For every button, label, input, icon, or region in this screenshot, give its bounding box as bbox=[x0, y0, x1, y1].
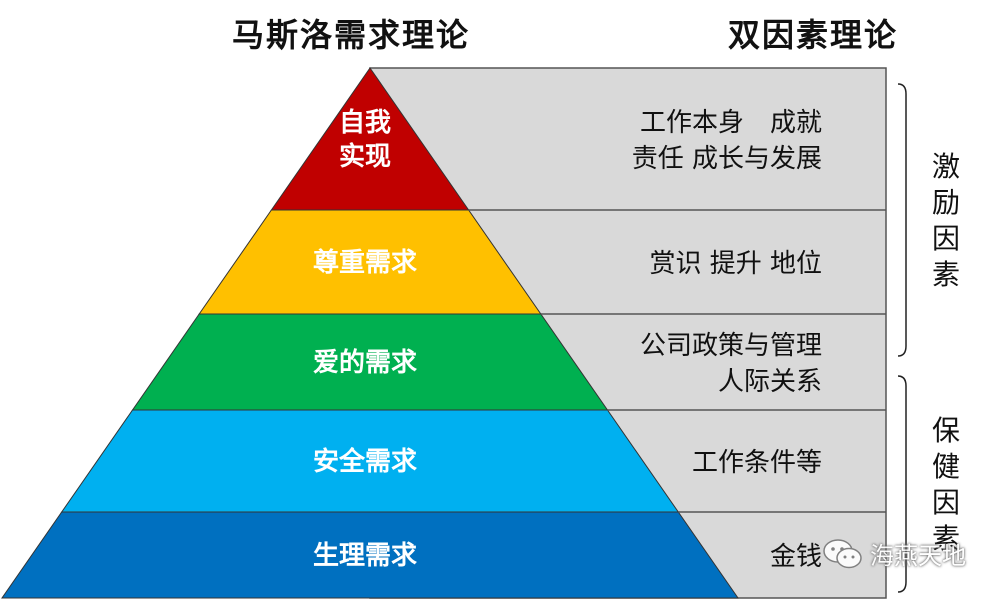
hygiene-factors-label: 素 bbox=[932, 522, 960, 555]
factor-item: 人际关系 bbox=[718, 367, 822, 397]
pyramid-level-5 bbox=[1, 511, 739, 599]
motivation-factors-label: 素 bbox=[932, 258, 960, 291]
factor-item: 工作条件等 bbox=[692, 448, 822, 478]
factor-item: 责任 成长与发展 bbox=[632, 144, 822, 174]
maslow-title: 马斯洛需求理论 bbox=[232, 16, 471, 54]
level-label: 爱的需求 bbox=[313, 347, 417, 378]
hygiene-factors-label: 保 bbox=[932, 414, 960, 447]
motivation-factors-label: 励 bbox=[932, 186, 960, 219]
two-factor-title: 双因素理论 bbox=[728, 16, 899, 54]
level-label: 实现 bbox=[339, 141, 391, 172]
motivation-factors-label: 因 bbox=[932, 222, 960, 255]
factor-item: 金钱 bbox=[770, 542, 822, 572]
wechat-icon bbox=[823, 538, 862, 568]
level-label: 自我 bbox=[339, 107, 391, 138]
level-label: 生理需求 bbox=[313, 541, 417, 571]
factor-item: 工作本身 成就 bbox=[640, 108, 822, 138]
watermark: 海燕天地 bbox=[822, 536, 966, 571]
watermark-text: 海燕天地 bbox=[870, 542, 966, 570]
level-label: 尊重需求 bbox=[313, 247, 417, 278]
factor-item: 公司政策与管理 bbox=[640, 331, 822, 361]
bracket bbox=[897, 83, 907, 357]
motivation-factors-label: 激 bbox=[932, 150, 960, 183]
hygiene-factors-label: 因 bbox=[932, 486, 960, 519]
bracket bbox=[897, 375, 907, 593]
level-label: 安全需求 bbox=[313, 446, 417, 477]
hygiene-factors-label: 健 bbox=[932, 450, 960, 483]
factor-item: 赏识 提升 地位 bbox=[649, 249, 822, 279]
